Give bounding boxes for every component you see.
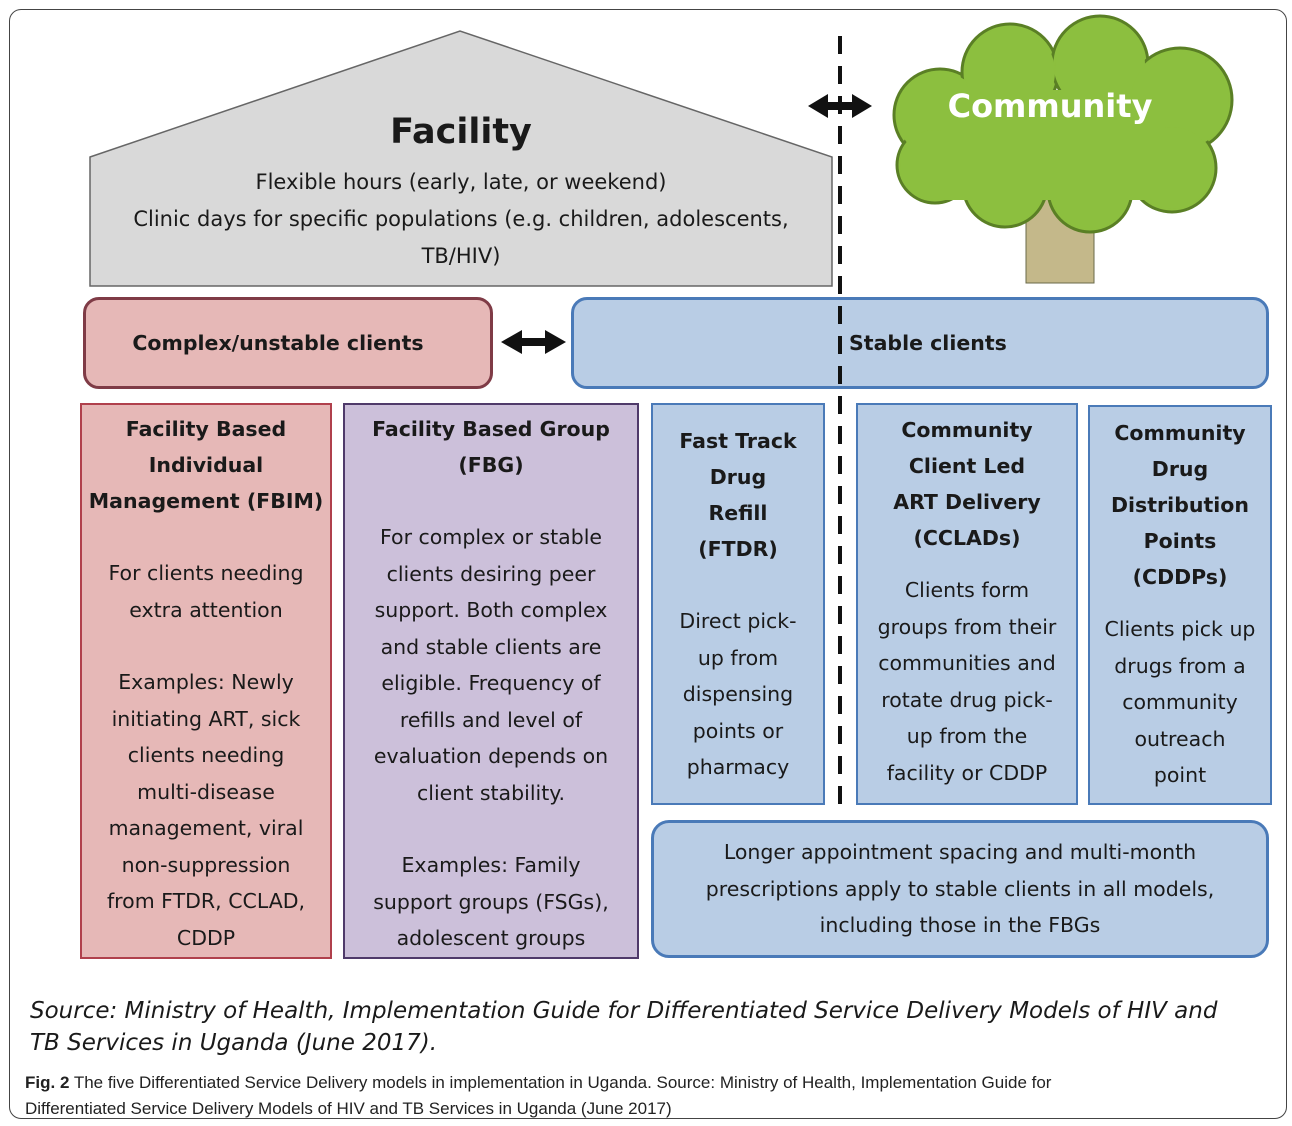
model-fbg: Facility Based Group(FBG) For complex or… [343,403,639,959]
facility-line-2: Clinic days for specific populations (e.… [133,207,789,231]
longer-appointment-box: Longer appointment spacing and multi-mon… [651,820,1269,958]
source-note: Source: Ministry of Health, Implementati… [30,998,1218,1056]
longer-appointment-text: Longer appointment spacing and multi-mon… [705,840,1215,938]
figure-caption: Fig. 2 The five Differentiated Service D… [25,1070,1051,1122]
facility-house-shape [89,30,833,287]
figure-frame [9,9,1287,1119]
complex-clients-label: Complex/unstable clients [132,331,424,355]
facility-title: Facility [390,112,532,152]
facility-community-divider [838,36,842,806]
facility-line-3: TB/HIV) [421,244,501,268]
complex-stable-arrow [501,330,566,354]
fbg-title: Facility Based Group(FBG) [372,417,610,477]
community-title: Community [947,87,1153,125]
stable-clients-box: Stable clients [571,297,1269,389]
facility-line-1: Flexible hours (early, late, or weekend) [255,170,667,194]
caption-text-2: Differentiated Service Delivery Models o… [25,1099,672,1118]
complex-clients-box: Complex/unstable clients [83,297,493,389]
caption-label: Fig. 2 [25,1073,70,1092]
stable-clients-label: Stable clients [849,331,1007,355]
caption-text-1: The five Differentiated Service Delivery… [69,1073,1052,1092]
